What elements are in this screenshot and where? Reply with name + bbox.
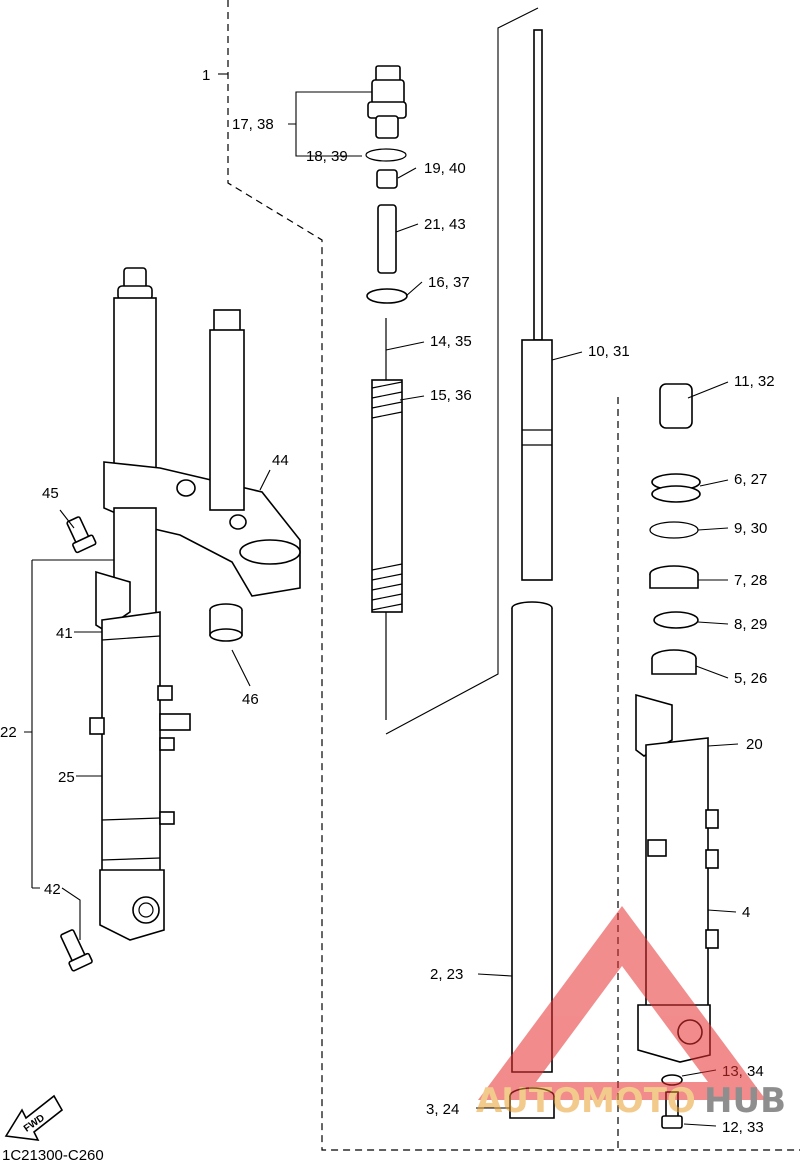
callout-2-23: 2, 23 [430,966,463,983]
collar-46 [209,603,243,642]
callout-41: 41 [56,625,73,642]
watermark-logo: AUTOMOTO HUB [476,906,786,1121]
callout-17-38: 17, 38 [232,116,274,133]
cap-11-32 [659,383,693,429]
bolt-45 [66,516,97,554]
callout-45: 45 [42,485,59,502]
clip-9-30 [649,521,699,539]
callout-3-24: 3, 24 [426,1101,459,1118]
assembly-boundary-dashed [227,0,800,1151]
callout-1: 1 [202,67,210,84]
o-ring-18-39 [365,148,407,162]
watermark-text-automoto: AUTOMOTO [476,1081,696,1121]
collar-21-43 [377,204,397,274]
fwd-arrow-icon: FWD [4,1094,64,1141]
diagram-code: 1C21300-C260 [2,1147,104,1163]
callout-22: 22 [0,724,17,741]
callout-5-26: 5, 26 [734,670,767,687]
callout-16-37: 16, 37 [428,274,470,291]
callout-15-36: 15, 36 [430,387,472,404]
callout-14-35: 14, 35 [430,333,472,350]
callout-10-31: 10, 31 [588,343,630,360]
callout-19-40: 19, 40 [424,160,466,177]
bushing-5-26 [651,649,697,675]
spring-15-36 [371,379,403,613]
callout-11-32: 11, 32 [734,373,775,390]
callout-20: 20 [746,736,763,753]
callout-7-28: 7, 28 [734,572,767,589]
callout-25: 25 [58,769,75,786]
assembled-fork-left [89,267,301,941]
callout-8-29: 8, 29 [734,616,767,633]
dust-seal-6-27 [651,473,701,503]
damper-rod-10-31 [521,29,553,581]
callout-6-27: 6, 27 [734,471,767,488]
watermark-triangle-icon [478,906,766,1100]
callout-18-39: 18, 39 [306,148,348,165]
nut-19-40 [376,169,398,189]
adjuster-17-38 [367,65,407,139]
washer-8-29 [653,611,699,629]
rod-lead-line [385,7,539,735]
callout-9-30: 9, 30 [734,520,767,537]
callout-46: 46 [242,691,259,708]
bolt-42 [60,929,93,972]
callout-12-33: 12, 33 [722,1119,764,1136]
oil-seal-7-28 [649,565,699,589]
inner-tube-2-23 [511,601,553,1073]
leader-lines [24,73,739,1127]
watermark-text-hub: HUB [704,1081,786,1121]
callout-44: 44 [272,452,289,469]
callout-42: 42 [44,881,61,898]
callout-4: 4 [742,904,750,921]
washer-16-37 [366,288,408,304]
callout-21-43: 21, 43 [424,216,466,233]
